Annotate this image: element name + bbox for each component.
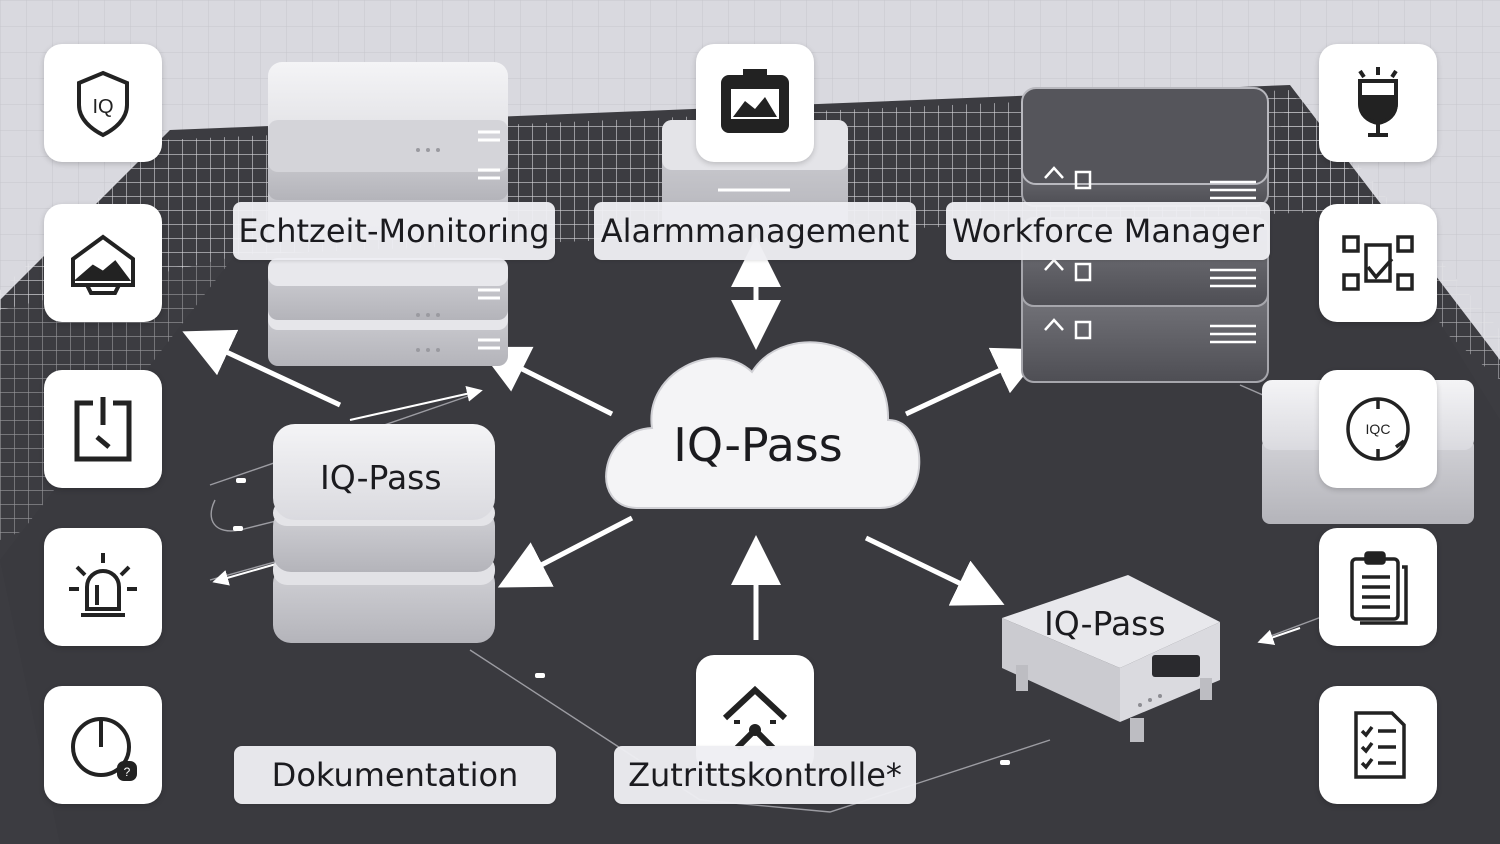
label-workforce-manager: Workforce Manager — [946, 202, 1270, 260]
workflow-icon — [1319, 204, 1437, 322]
iq-shield-icon: IQ — [44, 44, 162, 162]
iqc-globe-icon: IQC — [1319, 370, 1437, 488]
svg-text:IQC: IQC — [1366, 421, 1391, 437]
door-access-icon — [44, 370, 162, 488]
label-echtzeit-monitoring: Echtzeit-Monitoring — [233, 202, 555, 260]
svg-text:?: ? — [124, 765, 131, 779]
stopwatch-icon: ? — [44, 686, 162, 804]
label-dokumentation: Dokumentation — [234, 746, 556, 804]
alarm-monitor-icon — [696, 44, 814, 162]
clipboard-icon — [1319, 528, 1437, 646]
router-device — [1002, 575, 1220, 742]
iq-pass-stack — [273, 424, 495, 643]
label-alarmmanagement: Alarmmanagement — [594, 202, 916, 260]
checklist-icon — [1319, 686, 1437, 804]
wiring-dots — [233, 478, 1010, 765]
label-zutrittskontrolle: Zutrittskontrolle* — [614, 746, 916, 804]
hub-label: IQ-Pass — [673, 418, 843, 472]
router-label: IQ-Pass — [1044, 604, 1166, 643]
hub-cloud — [605, 341, 921, 509]
svg-text:IQ: IQ — [92, 96, 113, 118]
iq-pass-stack-label: IQ-Pass — [320, 458, 442, 497]
siren-icon — [44, 528, 162, 646]
wire-arrow-c — [1257, 627, 1301, 645]
wire-arrow-a — [349, 385, 483, 421]
main-arrows — [182, 237, 1045, 640]
home-alarm-icon — [44, 204, 162, 322]
trophy-shield-icon — [1319, 44, 1437, 162]
